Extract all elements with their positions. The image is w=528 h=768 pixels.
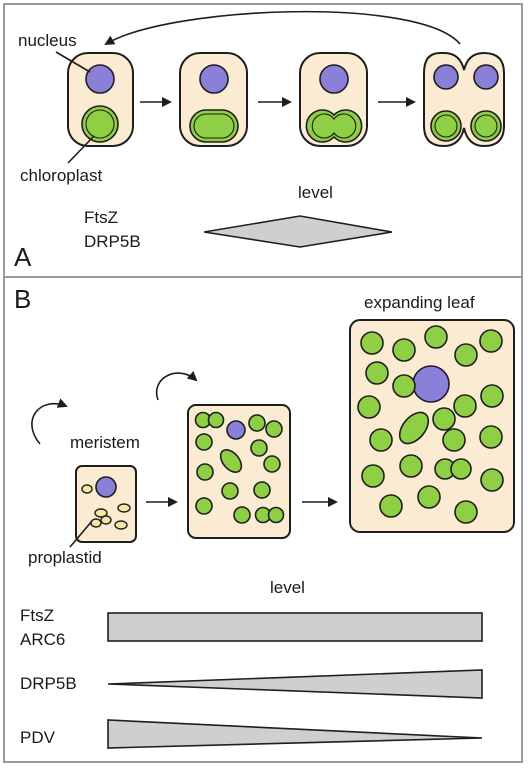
proplastid xyxy=(114,520,128,530)
cell-a4 xyxy=(423,51,505,148)
chloroplast-label: chloroplast xyxy=(20,166,102,185)
cell-a3 xyxy=(299,52,368,147)
protein-label-ftsz: FtsZ xyxy=(84,208,118,227)
cell-a2 xyxy=(179,52,248,147)
figure-frame xyxy=(3,3,523,763)
panel-a-letter: A xyxy=(14,242,32,272)
nucleus xyxy=(226,420,246,440)
expanding-leaf-label: expanding leaf xyxy=(364,293,475,312)
nucleus xyxy=(85,64,115,94)
nucleus xyxy=(412,365,450,403)
protein-label-drp5b: DRP5B xyxy=(20,674,77,693)
chloroplast-pointer xyxy=(67,135,95,164)
proplastid xyxy=(90,518,102,528)
cycle-arrow xyxy=(104,10,461,46)
nucleus xyxy=(199,64,229,94)
panel-a: A xyxy=(14,10,505,272)
expanding-leaf-cell xyxy=(349,319,515,533)
cell-a1 xyxy=(67,52,134,147)
chloroplast-elongated xyxy=(189,109,239,143)
chloroplast-constricted xyxy=(305,109,363,143)
protein-label-ftsz: FtsZ xyxy=(20,606,54,625)
meristem-cell xyxy=(75,465,137,543)
level-label: level xyxy=(298,183,333,202)
nucleus xyxy=(473,64,499,90)
nucleus xyxy=(95,476,117,498)
level-wedge-drp5b xyxy=(107,669,483,699)
proplastid xyxy=(94,508,108,518)
nucleus-label: nucleus xyxy=(18,31,77,50)
level-label: level xyxy=(270,578,305,597)
nucleus xyxy=(319,64,349,94)
level-wedge-pdv xyxy=(107,719,483,749)
panel-b: B meristem proplastid xyxy=(14,284,515,749)
nucleus xyxy=(433,64,459,90)
chloroplast xyxy=(81,105,119,143)
level-bar-ftsz-arc6 xyxy=(107,612,483,642)
proplastid xyxy=(81,484,93,494)
panel-b-letter: B xyxy=(14,284,31,314)
intermediate-cycle-arrow xyxy=(155,370,198,401)
proplastid-pointer xyxy=(69,520,93,548)
proplastid xyxy=(117,503,131,513)
protein-label-pdv: PDV xyxy=(20,728,56,747)
proplastid xyxy=(100,515,112,525)
meristem-cycle-arrow xyxy=(31,398,68,445)
intermediate-cell xyxy=(187,404,291,539)
protein-label-arc6: ARC6 xyxy=(20,630,65,649)
protein-label-drp5b: DRP5B xyxy=(84,232,141,251)
proplastid-label: proplastid xyxy=(28,548,102,567)
nucleus-pointer xyxy=(55,51,91,73)
meristem-label: meristem xyxy=(70,433,140,452)
level-diamond xyxy=(203,215,393,248)
